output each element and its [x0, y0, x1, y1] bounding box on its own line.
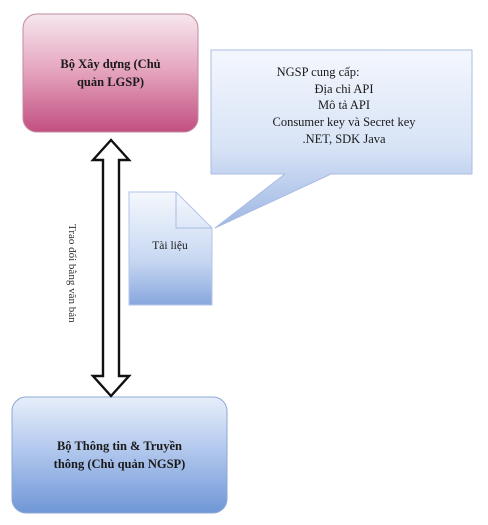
bidirectional-arrow	[90, 138, 132, 398]
ministry-info-line1: Bộ Thông tin & Truyền	[56, 438, 183, 453]
box-ministry-info	[11, 396, 228, 514]
callout-text: NGSP cung cấp: Địa chỉ API Mô tả API Con…	[226, 64, 462, 147]
callout-item: Địa chỉ API	[314, 81, 374, 96]
box-ministry-info-label: Bộ Thông tin & Truyền thông (Chủ quản NG…	[12, 397, 227, 513]
callout-item: Consumer key và Secret key	[272, 114, 416, 129]
ministry-construction-line2: quản LGSP)	[76, 75, 145, 89]
arrow-label-wrapper: Trao đổi bằng văn bản	[58, 178, 86, 368]
ministry-info-line2: thông (Chủ quản NGSP)	[53, 457, 186, 471]
document-label: Tài liệu	[152, 240, 188, 252]
ministry-construction-line1: Bộ Xây dựng (Chủ	[60, 56, 161, 71]
callout-heading: NGSP cung cấp:	[276, 65, 360, 79]
document-shape	[128, 191, 213, 306]
callout-item: .NET, SDK Java	[302, 131, 386, 146]
callout-item: Mô tả API	[317, 98, 371, 113]
callout-shape	[210, 49, 473, 229]
box-ministry-construction-label: Bộ Xây dựng (Chủ quản LGSP)	[23, 14, 198, 132]
document-fold	[175, 192, 212, 229]
box-ministry-construction	[22, 13, 199, 133]
arrow-label: Trao đổi bằng văn bản	[66, 223, 78, 323]
